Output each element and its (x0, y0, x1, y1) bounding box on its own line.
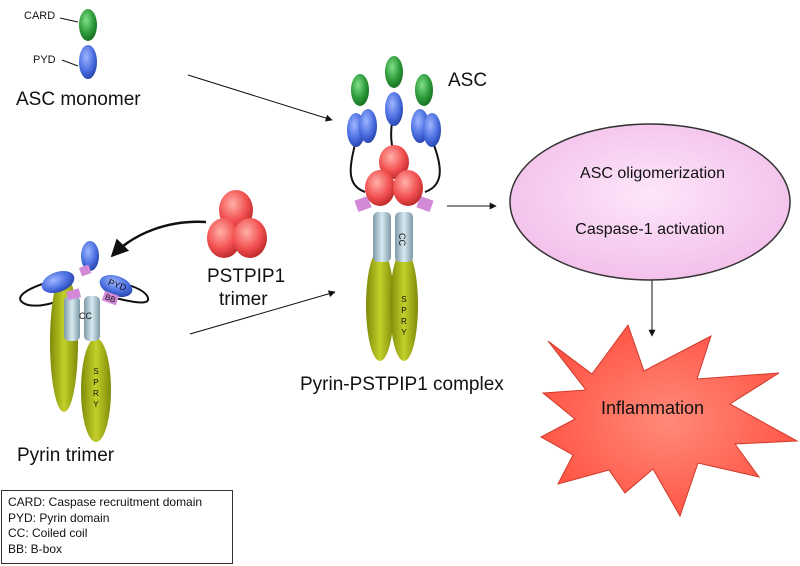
legend-box: CARD: Caspase recruitment domain PYD: Py… (1, 490, 233, 564)
coiled-coil (84, 296, 100, 341)
asc-label: ASC (448, 70, 488, 91)
pyd-domain (41, 270, 75, 294)
pyrin-trimer-glyph (19, 241, 150, 442)
pathway-ellipse (509, 123, 791, 281)
coiled-coil (395, 212, 413, 262)
arrow-pyrin-to-complex (189, 290, 336, 335)
card-domain (351, 74, 369, 106)
legend-item: BB: B-box (8, 541, 63, 556)
pyd-label: PYD (33, 54, 56, 66)
pstpip1-unit (233, 218, 267, 258)
legend-item: CC: Coiled coil (8, 526, 88, 540)
pyd-domain (99, 274, 133, 298)
coiled-coil (373, 212, 391, 262)
asc-monomer-label: ASC monomer (16, 89, 141, 110)
card-label: CARD (24, 10, 56, 22)
pyd-leader-line (61, 59, 79, 67)
legend-item: CARD: Caspase recruitment domain (8, 495, 203, 509)
bbox-domain (354, 195, 372, 213)
bbox-domain (416, 195, 434, 213)
asc-monomer-glyph (59, 9, 97, 79)
pstpip1-trimer-label: trimer (219, 289, 268, 310)
cc-label-pyrin: CC (79, 311, 92, 321)
coiled-coil (64, 296, 80, 341)
pstpip1-unit (379, 145, 409, 179)
complex-label: Pyrin-PSTPIP1 complex (300, 374, 504, 395)
oligomerization-label: ASC oligomerization (580, 165, 725, 182)
arrow-pstpip1-to-pyrin (110, 220, 207, 258)
arrow-monomer-to-complex (187, 74, 333, 122)
pstpip1-unit (393, 170, 423, 206)
cc-label-complex: CC (397, 233, 407, 246)
bbox-domain (66, 288, 82, 301)
bbox-domain (101, 290, 120, 306)
pyd-domain (79, 45, 97, 79)
spry-domain (366, 249, 394, 361)
pyd-domain (359, 109, 377, 143)
spry-domain (81, 338, 111, 442)
pyd-domain (423, 113, 441, 147)
inflammation-burst (539, 323, 799, 518)
card-domain (79, 9, 97, 41)
legend-item: PYD: Pyrin domain (8, 510, 110, 525)
pyrin-trimer-label: Pyrin trimer (17, 445, 115, 466)
pyd-domain (385, 92, 403, 126)
pyd-domain (81, 241, 99, 271)
inflammation-label: Inflammation (600, 398, 705, 418)
caspase-label: Caspase-1 activation (575, 221, 725, 238)
card-domain (385, 56, 403, 88)
pstpip1-unit (207, 218, 241, 258)
card-leader-line (59, 17, 79, 23)
card-domain (415, 74, 433, 106)
pstpip1-label: PSTPIP1 (207, 266, 286, 287)
pstpip1-trimer-glyph (207, 190, 267, 258)
spry-domain (390, 249, 418, 361)
complex-glyph (347, 56, 441, 361)
bbox-domain (78, 264, 92, 277)
pstpip1-unit (365, 170, 395, 206)
